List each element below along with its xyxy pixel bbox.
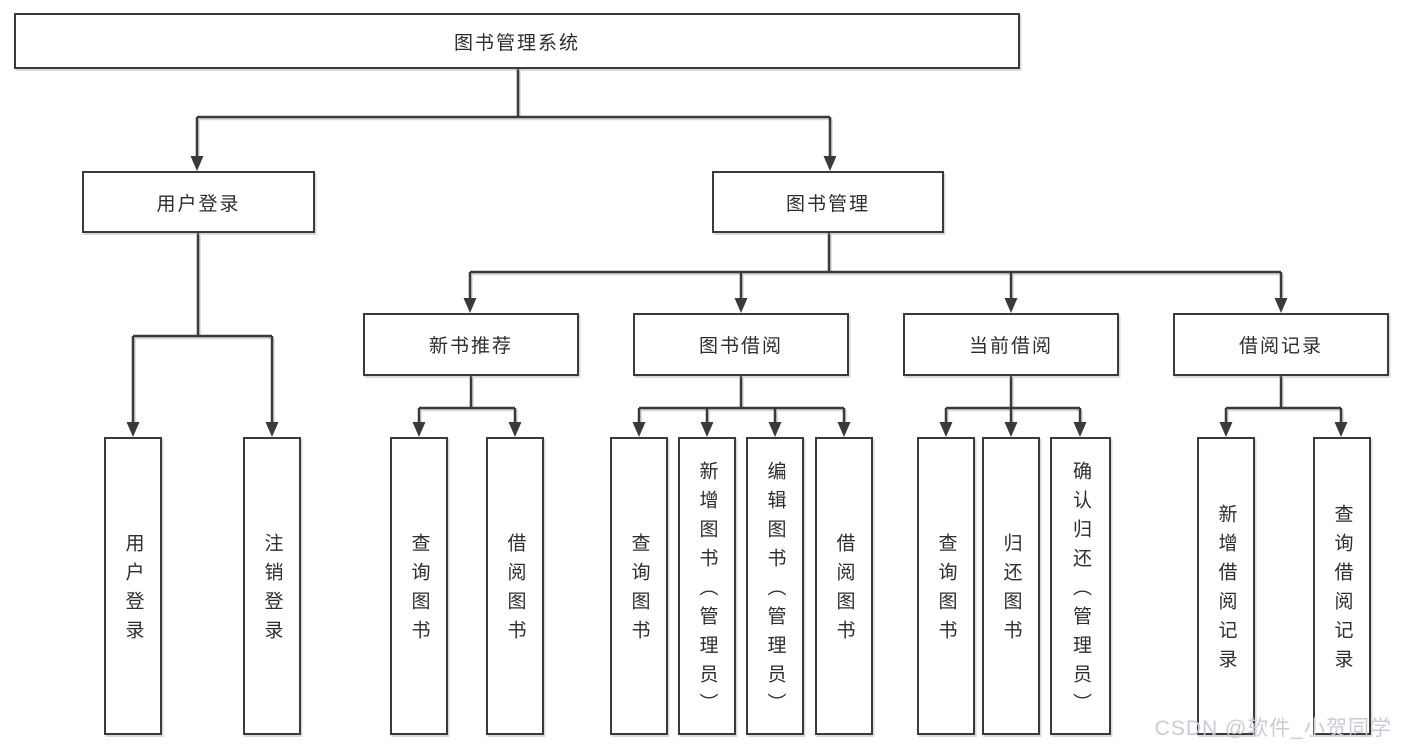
node-label: 图书借阅	[698, 336, 783, 357]
leaf-borrowing-borrow-books: 借阅图书	[815, 437, 873, 735]
leaf-borrowing-query-books: 查询图书	[610, 437, 668, 735]
node-label: 新增图书（管理员）	[696, 460, 718, 722]
node-user-login: 用户登录	[82, 171, 315, 233]
node-label: 借阅图书	[504, 533, 526, 649]
node-label: 图书管理	[785, 193, 870, 215]
node-label: 借阅图书	[833, 533, 855, 649]
node-new-book-recommendation: 新书推荐	[363, 313, 579, 376]
connector-path	[131, 69, 1343, 424]
arrow-down-icon	[768, 422, 782, 437]
node-label: 当前借阅	[968, 336, 1053, 357]
arrow-down-icon	[508, 422, 522, 437]
arrow-down-icon	[1004, 422, 1018, 437]
arrow-down-icon	[1274, 298, 1288, 313]
node-borrowing-records: 借阅记录	[1173, 313, 1389, 376]
node-label: 新书推荐	[428, 336, 513, 357]
arrow-down-icon	[700, 422, 714, 437]
node-label: 用户登录	[122, 533, 144, 649]
node-label: 确认归还（管理员）	[1070, 460, 1091, 722]
node-label: 新增借阅记录	[1215, 504, 1237, 678]
leaf-add-borrow-record: 新增借阅记录	[1197, 437, 1255, 735]
node-label: 查询图书	[935, 533, 957, 649]
arrow-down-icon	[190, 156, 204, 171]
arrow-down-icon	[939, 422, 953, 437]
leaf-current-query-books: 查询图书	[917, 437, 975, 735]
leaf-confirm-return-admin: 确认归还（管理员）	[1050, 437, 1111, 735]
leaf-query-borrow-record: 查询借阅记录	[1313, 437, 1371, 735]
leaf-edit-book-admin: 编辑图书（管理员）	[746, 437, 804, 735]
leaf-logout-login: 注销登录	[243, 437, 301, 735]
connector-shadow	[133, 71, 1344, 426]
node-current-borrowing: 当前借阅	[903, 313, 1119, 376]
node-book-borrowing: 图书借阅	[633, 313, 849, 376]
leaf-return-books: 归还图书	[982, 437, 1040, 735]
leaf-user-login: 用户登录	[104, 437, 162, 735]
node-label: 查询图书	[628, 533, 650, 649]
node-label: 查询图书	[408, 533, 430, 649]
node-label: 查询借阅记录	[1331, 504, 1353, 678]
node-library-management-system: 图书管理系统	[14, 13, 1020, 69]
node-label: 用户登录	[156, 193, 241, 215]
arrow-down-icon	[1004, 298, 1018, 313]
arrow-down-icon	[412, 422, 426, 437]
node-label: 归还图书	[1000, 533, 1022, 649]
arrow-down-icon	[126, 422, 140, 437]
arrow-down-icon	[837, 422, 851, 437]
leaf-recommend-borrow-books: 借阅图书	[486, 437, 544, 735]
arrow-down-icon	[1219, 422, 1233, 437]
arrow-down-icon	[734, 298, 748, 313]
leaf-add-book-admin: 新增图书（管理员）	[678, 437, 736, 735]
node-label: 编辑图书（管理员）	[764, 460, 786, 722]
arrow-down-icon	[823, 156, 837, 171]
arrow-down-icon	[1073, 422, 1087, 437]
node-label: 借阅记录	[1238, 336, 1323, 357]
node-label: 注销登录	[261, 533, 283, 649]
arrow-down-icon	[632, 422, 646, 437]
arrow-down-icon	[1334, 422, 1348, 437]
arrow-down-icon	[463, 298, 477, 313]
node-label: 图书管理系统	[453, 32, 580, 54]
csdn-watermark: CSDN @软件_小贺同学	[1154, 717, 1392, 740]
node-book-management: 图书管理	[712, 171, 944, 233]
leaf-recommend-query-books: 查询图书	[390, 437, 448, 735]
arrowheads	[126, 156, 1348, 437]
arrow-down-icon	[265, 422, 279, 437]
